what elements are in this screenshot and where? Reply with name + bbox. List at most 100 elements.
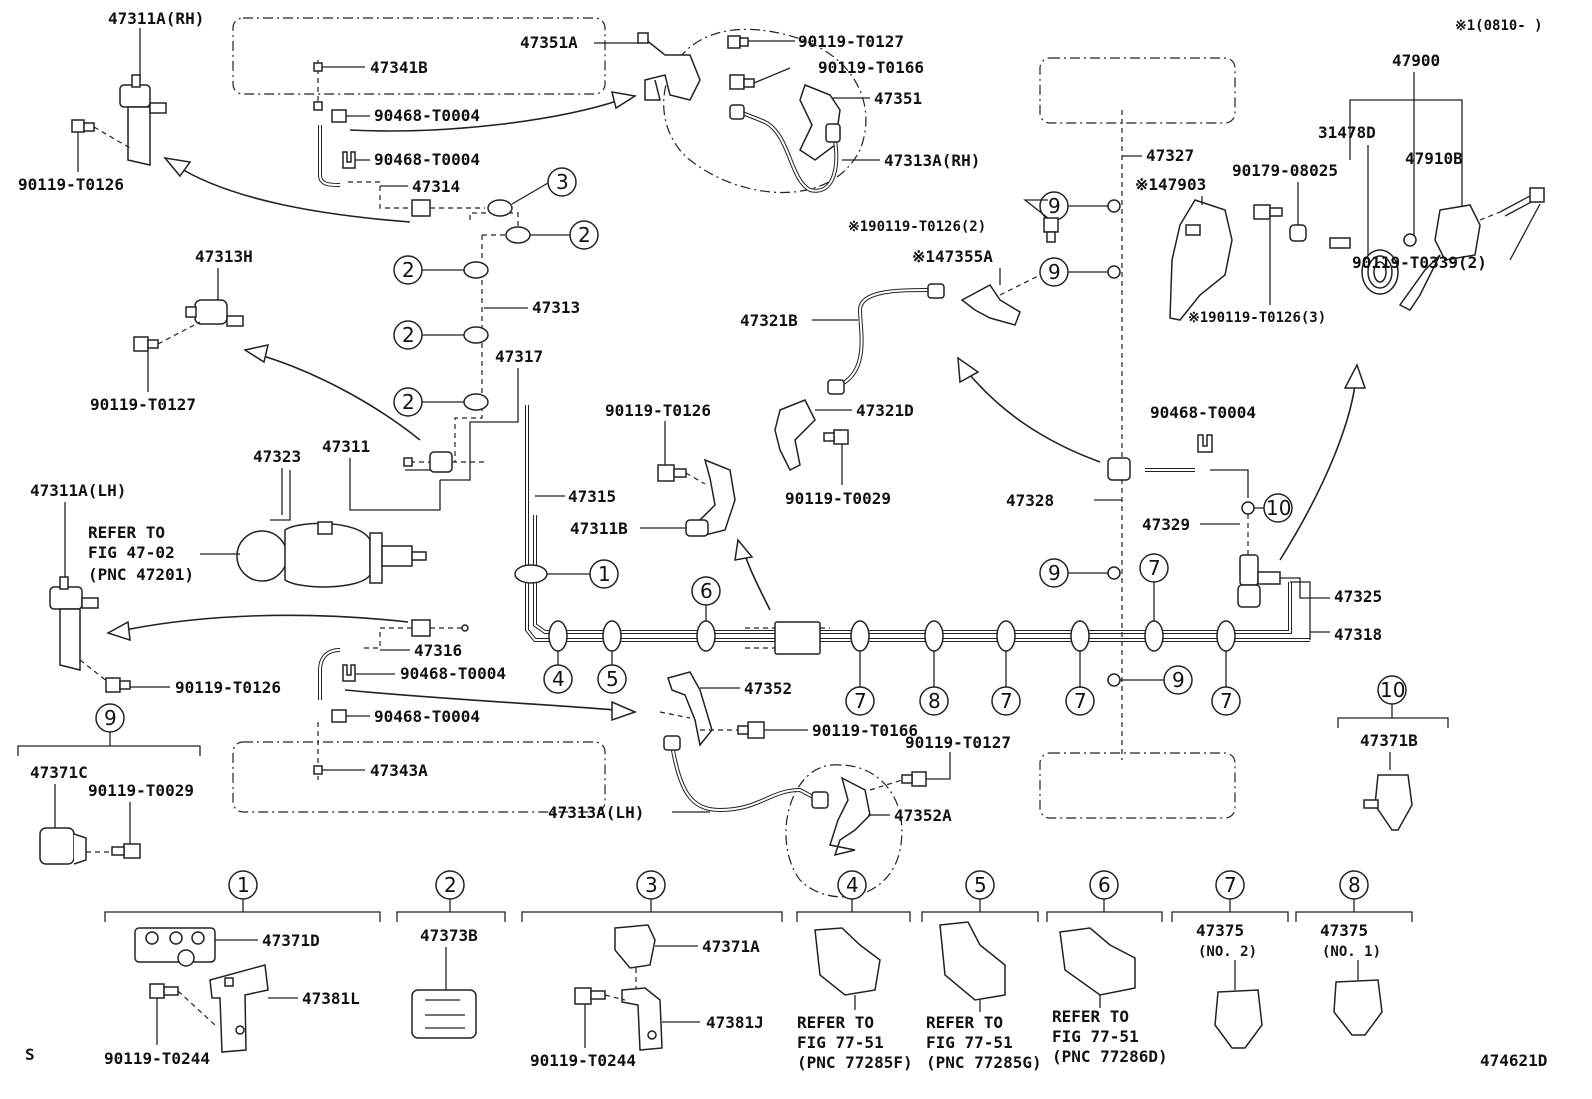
tee-47313H[interactable]	[185, 299, 244, 327]
svg-text:2: 2	[402, 323, 415, 347]
bolt-90119-T0029-b[interactable]	[86, 843, 141, 859]
ref-g4-line3: (PNC 77285F)	[797, 1053, 913, 1072]
bolt-90119-T0127-c[interactable]	[869, 771, 927, 791]
label-47313A-LH: 47313A(LH)	[548, 803, 644, 822]
clamp-47371C[interactable]	[39, 827, 87, 865]
nut-90179-08025[interactable]	[1289, 224, 1307, 242]
svg-text:7: 7	[1000, 689, 1013, 713]
label-90468-T0004-a: 90468-T0004	[374, 106, 480, 125]
clip-group-6[interactable]	[1059, 927, 1136, 1008]
label-47318: 47318	[1334, 625, 1382, 644]
bracket-47352A[interactable]	[829, 776, 871, 857]
arrow-to-47900	[1279, 384, 1356, 561]
svg-text:7: 7	[1148, 556, 1161, 580]
ref-g5-line2: FIG 77-51	[926, 1033, 1013, 1052]
label-47375-a: 47375	[1196, 921, 1244, 940]
bracket-47381J[interactable]	[621, 987, 663, 1051]
bolt-90119-T0126-3[interactable]	[1253, 204, 1283, 220]
union-47316[interactable]	[411, 619, 431, 637]
callout-2-a: 2	[505, 220, 599, 250]
clip-47375-no1[interactable]	[1333, 979, 1383, 1036]
part-47311A-LH[interactable]	[49, 576, 99, 671]
bolt-90119-T0244-b[interactable]	[574, 987, 626, 1005]
svg-text:5: 5	[606, 667, 619, 691]
label-90119-T0126-c: 90119-T0126	[175, 678, 281, 697]
bolt-90119-T0339[interactable]	[1499, 187, 1545, 217]
clip-90468-T0004-a[interactable]	[331, 109, 347, 123]
callout-4-a: 4	[543, 620, 573, 694]
clip-90468-T0004-d[interactable]	[331, 709, 347, 723]
ref-area-bottom-right	[1039, 752, 1236, 819]
label-47371B: 47371B	[1360, 731, 1418, 750]
callout-6-a: 6	[691, 576, 721, 652]
bracket-47355A[interactable]	[960, 284, 1021, 326]
bolt-90119-T0244-a[interactable]	[149, 983, 216, 1026]
svg-text:7: 7	[1220, 689, 1233, 713]
arrow-to-47313H	[259, 354, 421, 441]
ref-g6-line1: REFER TO	[1052, 1007, 1129, 1026]
bolt-90119-T0126-2[interactable]	[1043, 217, 1059, 243]
bolt-90119-T0029-a[interactable]	[823, 429, 849, 445]
callout-2-c: 2	[393, 320, 489, 350]
callout-7-b: 7	[991, 620, 1021, 716]
bracket-47903[interactable]	[1169, 199, 1233, 321]
label-90119-T0166-b: 90119-T0166	[812, 721, 918, 740]
bolt-90119-T0166-a[interactable]	[729, 74, 755, 90]
tee-47328[interactable]	[1107, 457, 1131, 481]
ref-fig4702-line1: REFER TO	[88, 523, 165, 542]
clamp-47371D[interactable]	[134, 927, 216, 967]
clip-group-4[interactable]	[814, 927, 881, 1010]
svg-text:9: 9	[1048, 561, 1061, 585]
bracket-47352[interactable]	[667, 671, 713, 747]
clip-47371B[interactable]	[1363, 774, 1413, 831]
bolt-90119-T0126-a[interactable]	[71, 119, 131, 149]
bracket-47351A[interactable]	[637, 32, 701, 101]
clip-90468-T0004-c[interactable]	[342, 664, 356, 682]
clip-47375-no2[interactable]	[1214, 989, 1263, 1049]
callout-5-a: 5	[597, 620, 627, 694]
svg-text:6: 6	[1098, 873, 1111, 897]
union-47314[interactable]	[411, 199, 431, 217]
svg-text:8: 8	[1348, 873, 1361, 897]
label-47381L: 47381L	[302, 989, 360, 1008]
label-90119-T0126-a: 90119-T0126	[18, 175, 124, 194]
label-90179-08025: 90179-08025	[1232, 161, 1338, 180]
bolt-90119-T0126-c[interactable]	[79, 659, 131, 693]
master-cylinder-47323[interactable]	[236, 521, 427, 588]
flex-hose-47313A-RH[interactable]	[729, 104, 841, 193]
svg-text:9: 9	[1048, 260, 1061, 284]
part-47311A-RH[interactable]	[119, 28, 167, 166]
valve-47325[interactable]	[1237, 554, 1281, 608]
clip-group-5[interactable]	[939, 921, 1006, 1012]
clip-47373B[interactable]	[411, 989, 477, 1039]
arrow-to-47351A	[349, 99, 621, 132]
svg-text:8: 8	[928, 689, 941, 713]
bolt-90119-T0126-b[interactable]	[657, 464, 706, 485]
label-90119-T0127-a: 90119-T0127	[798, 32, 904, 51]
callout-2-b: 2	[393, 255, 489, 285]
bolt-90119-T0127-a[interactable]	[727, 35, 749, 49]
clip-47371A[interactable]	[614, 924, 656, 969]
hose-47314[interactable]	[318, 125, 341, 187]
bracket-47321D[interactable]	[774, 399, 816, 472]
callout-4-group: 4	[796, 870, 911, 922]
label-47351: 47351	[874, 89, 922, 108]
coil-spring-31478D[interactable]	[1329, 237, 1399, 295]
pipe-junction[interactable]	[745, 621, 830, 655]
flex-hose-47321B[interactable]	[827, 283, 945, 395]
callout-10-group: 10	[1337, 675, 1449, 728]
label-47371C: 47371C	[30, 763, 88, 782]
bolt-90119-T0127-b[interactable]	[133, 321, 201, 352]
label-47311A-RH: 47311A(RH)	[108, 9, 204, 28]
bracket-47381L[interactable]	[209, 964, 269, 1053]
clip-90468-T0004-b[interactable]	[342, 151, 356, 169]
ref-g4-line2: FIG 77-51	[797, 1033, 884, 1052]
ref-g4-line1: REFER TO	[797, 1013, 874, 1032]
proportioning-valve-47311[interactable]	[403, 451, 485, 473]
bracket-47311B[interactable]	[685, 458, 736, 537]
clip-90468-T0004-e[interactable]	[1197, 434, 1213, 453]
label-90119-T0126-3: ※190119-T0126(3)	[1188, 310, 1326, 326]
label-47341B: 47341B	[370, 58, 428, 77]
height-control-valve-47910B[interactable]	[1398, 204, 1481, 311]
flex-hose-47313A-LH[interactable]	[663, 735, 829, 813]
